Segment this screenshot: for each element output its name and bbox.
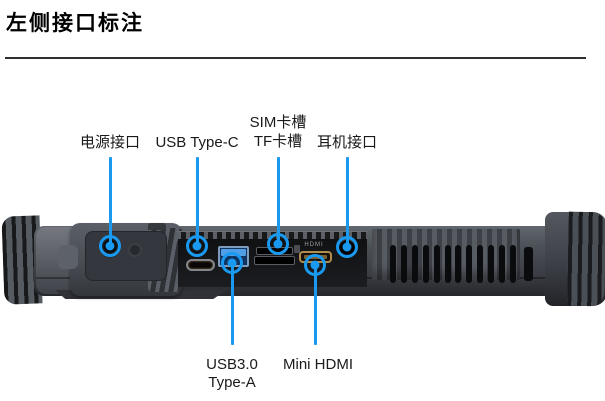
label-power-port: 电源接口 xyxy=(79,134,141,151)
lock-screw xyxy=(128,243,142,257)
vent-slot xyxy=(422,245,429,283)
vent-slot xyxy=(488,245,495,283)
vent-slot xyxy=(499,245,506,283)
headphone-callout-line xyxy=(345,157,349,248)
usb-c-callout-line xyxy=(195,157,199,246)
hdmi-callout-ring xyxy=(304,254,326,276)
vent-slot xyxy=(433,245,440,283)
sim-tf-callout-ring xyxy=(267,233,289,255)
sim-tf-callout-dot xyxy=(273,239,283,249)
usb-a-callout-dot xyxy=(227,258,237,268)
vent-slot xyxy=(509,245,516,283)
vent-slot xyxy=(400,245,407,283)
vent-slot xyxy=(455,245,462,283)
vent-slot xyxy=(411,245,418,283)
right-corner-bumper-ribs xyxy=(567,211,605,307)
vent-slots xyxy=(390,245,516,283)
usb-a-callout-line xyxy=(230,263,234,345)
label-sim-slot: SIM卡槽 xyxy=(249,114,307,131)
usb-c-callout-dot xyxy=(192,241,202,251)
page-title: 左侧接口标注 xyxy=(6,12,144,35)
power-callout-line xyxy=(108,157,112,246)
vent-slot xyxy=(466,245,473,283)
label-usb3-line1: USB3.0 xyxy=(206,356,258,373)
power-callout-ring xyxy=(99,235,121,257)
top-notch xyxy=(148,223,166,230)
title-divider xyxy=(5,57,586,59)
hdmi-callout-dot xyxy=(310,260,320,270)
power-callout-dot xyxy=(105,241,115,251)
vent-slot xyxy=(390,245,396,283)
hdmi-callout-line xyxy=(313,265,317,345)
label-usb-type-c: USB Type-C xyxy=(155,134,239,151)
power-module-tab xyxy=(58,245,78,269)
headphone-callout-dot xyxy=(342,242,352,252)
power-port-panel xyxy=(85,231,167,281)
label-headphone-jack: 耳机接口 xyxy=(316,134,378,151)
sim-tf-callout-line xyxy=(276,157,280,244)
usb-c-callout-ring xyxy=(186,235,208,257)
usb-a-callout-ring xyxy=(221,252,243,274)
label-tf-slot: TF卡槽 xyxy=(253,133,303,150)
vent-slot xyxy=(477,245,484,283)
usb-type-c-port xyxy=(186,259,215,271)
vent-slot xyxy=(444,245,451,283)
tf-card-slot xyxy=(254,256,295,265)
hdmi-print-text: HDMI xyxy=(304,242,324,248)
headphone-callout-ring xyxy=(336,236,358,258)
vent-slot-separate xyxy=(524,247,533,281)
sim-chip-icon xyxy=(294,245,300,253)
label-usb3-line2: Type-A xyxy=(208,374,256,391)
label-mini-hdmi: Mini HDMI xyxy=(283,356,353,373)
